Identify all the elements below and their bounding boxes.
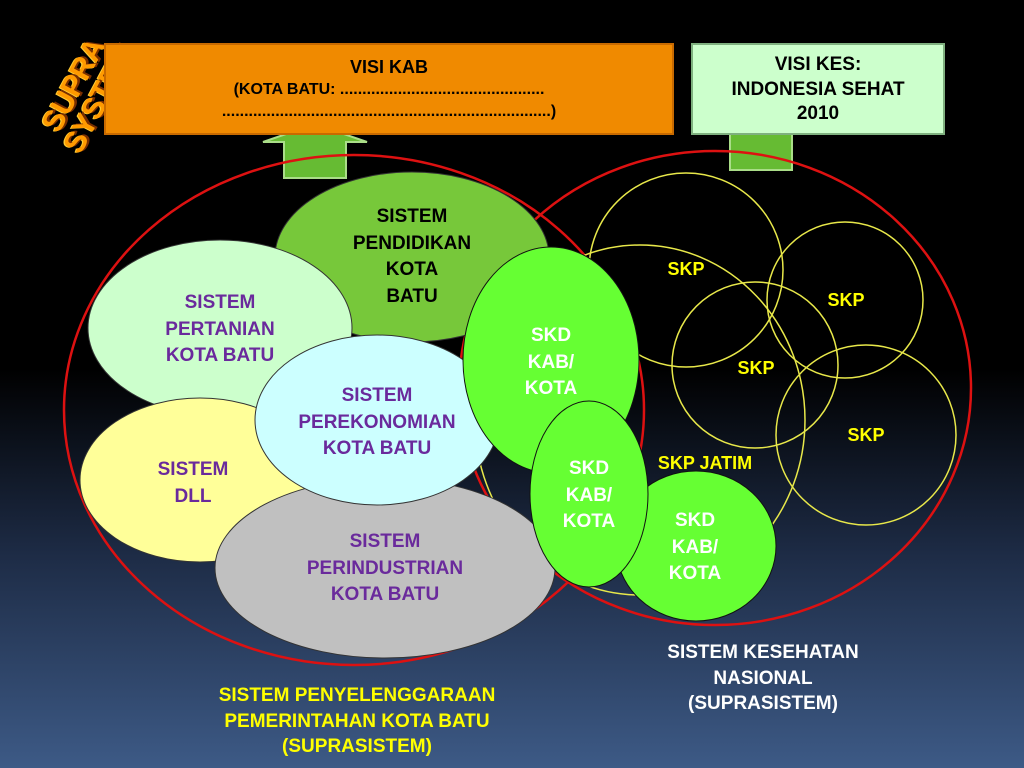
- label-skp-3: SKP: [737, 358, 775, 378]
- label-line: KOTA: [562, 511, 616, 533]
- label-line: KOTA: [385, 259, 439, 281]
- visi-kes-line3: 2010: [796, 103, 840, 125]
- label-line: PERTANIAN: [165, 318, 275, 340]
- skp-circle-4: [775, 344, 957, 526]
- label-line: SKD: [674, 510, 716, 531]
- label-skd-3: SKD KAB/ KOTA: [645, 508, 745, 588]
- label-line: SISTEM: [341, 385, 413, 406]
- label-line: PERINDUSTRIAN: [306, 557, 464, 579]
- visi-kab-line2: (KOTA BATU: ............................…: [233, 81, 545, 99]
- label-line: SISTEM: [349, 531, 421, 552]
- label-line: KOTA: [524, 378, 578, 400]
- label-line: KAB/: [527, 351, 575, 373]
- caption-pemerintahan: SISTEM PENYELENGGARAAN PEMERINTAHAN KOTA…: [150, 683, 564, 760]
- label-line: SKD: [530, 325, 572, 346]
- skp-circle-2: [766, 221, 924, 379]
- label-line: KOTA BATU: [322, 438, 432, 460]
- label-line: SKD: [568, 458, 610, 479]
- visi-kab-box: VISI KAB (KOTA BATU: ...................…: [104, 43, 674, 135]
- label-dll: SISTEM DLL: [133, 457, 253, 510]
- label-line: PENDIDIKAN: [352, 232, 472, 254]
- label-skd-2: SKD KAB/ KOTA: [539, 456, 639, 536]
- label-skp-1: SKP: [667, 259, 705, 279]
- caption-kesehatan: SISTEM KESEHATAN NASIONAL (SUPRASISTEM): [610, 640, 916, 717]
- label-line: SISTEM: [157, 459, 229, 480]
- visi-kes-line2: INDONESIA SEHAT: [731, 78, 905, 100]
- visi-kes-title: VISI KES:: [774, 54, 862, 75]
- visi-kes-box: VISI KES: INDONESIA SEHAT 2010: [691, 43, 945, 135]
- label-line: KOTA BATU: [165, 345, 275, 367]
- ellipse-skd-2: [529, 400, 649, 588]
- label-pertanian: SISTEM PERTANIAN KOTA BATU: [120, 290, 320, 370]
- caption-line: SISTEM KESEHATAN: [667, 642, 859, 663]
- caption-line: (SUPRASISTEM): [688, 693, 838, 715]
- label-line: BATU: [386, 285, 438, 307]
- label-line: KOTA BATU: [330, 584, 440, 606]
- label-skp-jatim: SKP JATIM: [657, 453, 753, 473]
- label-skd-1: SKD KAB/ KOTA: [501, 323, 601, 403]
- label-line: SISTEM: [376, 206, 448, 227]
- label-line: KAB/: [565, 484, 613, 506]
- label-line: DLL: [174, 485, 212, 507]
- visi-kab-title: VISI KAB: [349, 57, 428, 77]
- caption-line: SISTEM PENYELENGGARAAN: [218, 685, 496, 706]
- skp-circle-3: [671, 281, 839, 449]
- caption-line: NASIONAL: [713, 667, 813, 689]
- label-line: SISTEM: [184, 292, 256, 313]
- caption-line: (SUPRASISTEM): [282, 736, 432, 758]
- label-pendidikan: SISTEM PENDIDIKAN KOTA BATU: [312, 204, 512, 310]
- label-perindustrian: SISTEM PERINDUSTRIAN KOTA BATU: [272, 529, 498, 609]
- caption-line: PEMERINTAHAN KOTA BATU: [224, 710, 490, 732]
- label-line: PEREKONOMIAN: [298, 411, 456, 433]
- label-perekonomian: SISTEM PEREKONOMIAN KOTA BATU: [267, 383, 487, 463]
- visi-kab-line3: ........................................…: [221, 102, 557, 120]
- pemerintahan-circle: [62, 153, 646, 667]
- label-line: KOTA: [668, 563, 722, 585]
- label-line: KAB/: [671, 536, 719, 558]
- label-skp-2: SKP: [827, 290, 865, 310]
- label-skp-4: SKP: [847, 425, 885, 445]
